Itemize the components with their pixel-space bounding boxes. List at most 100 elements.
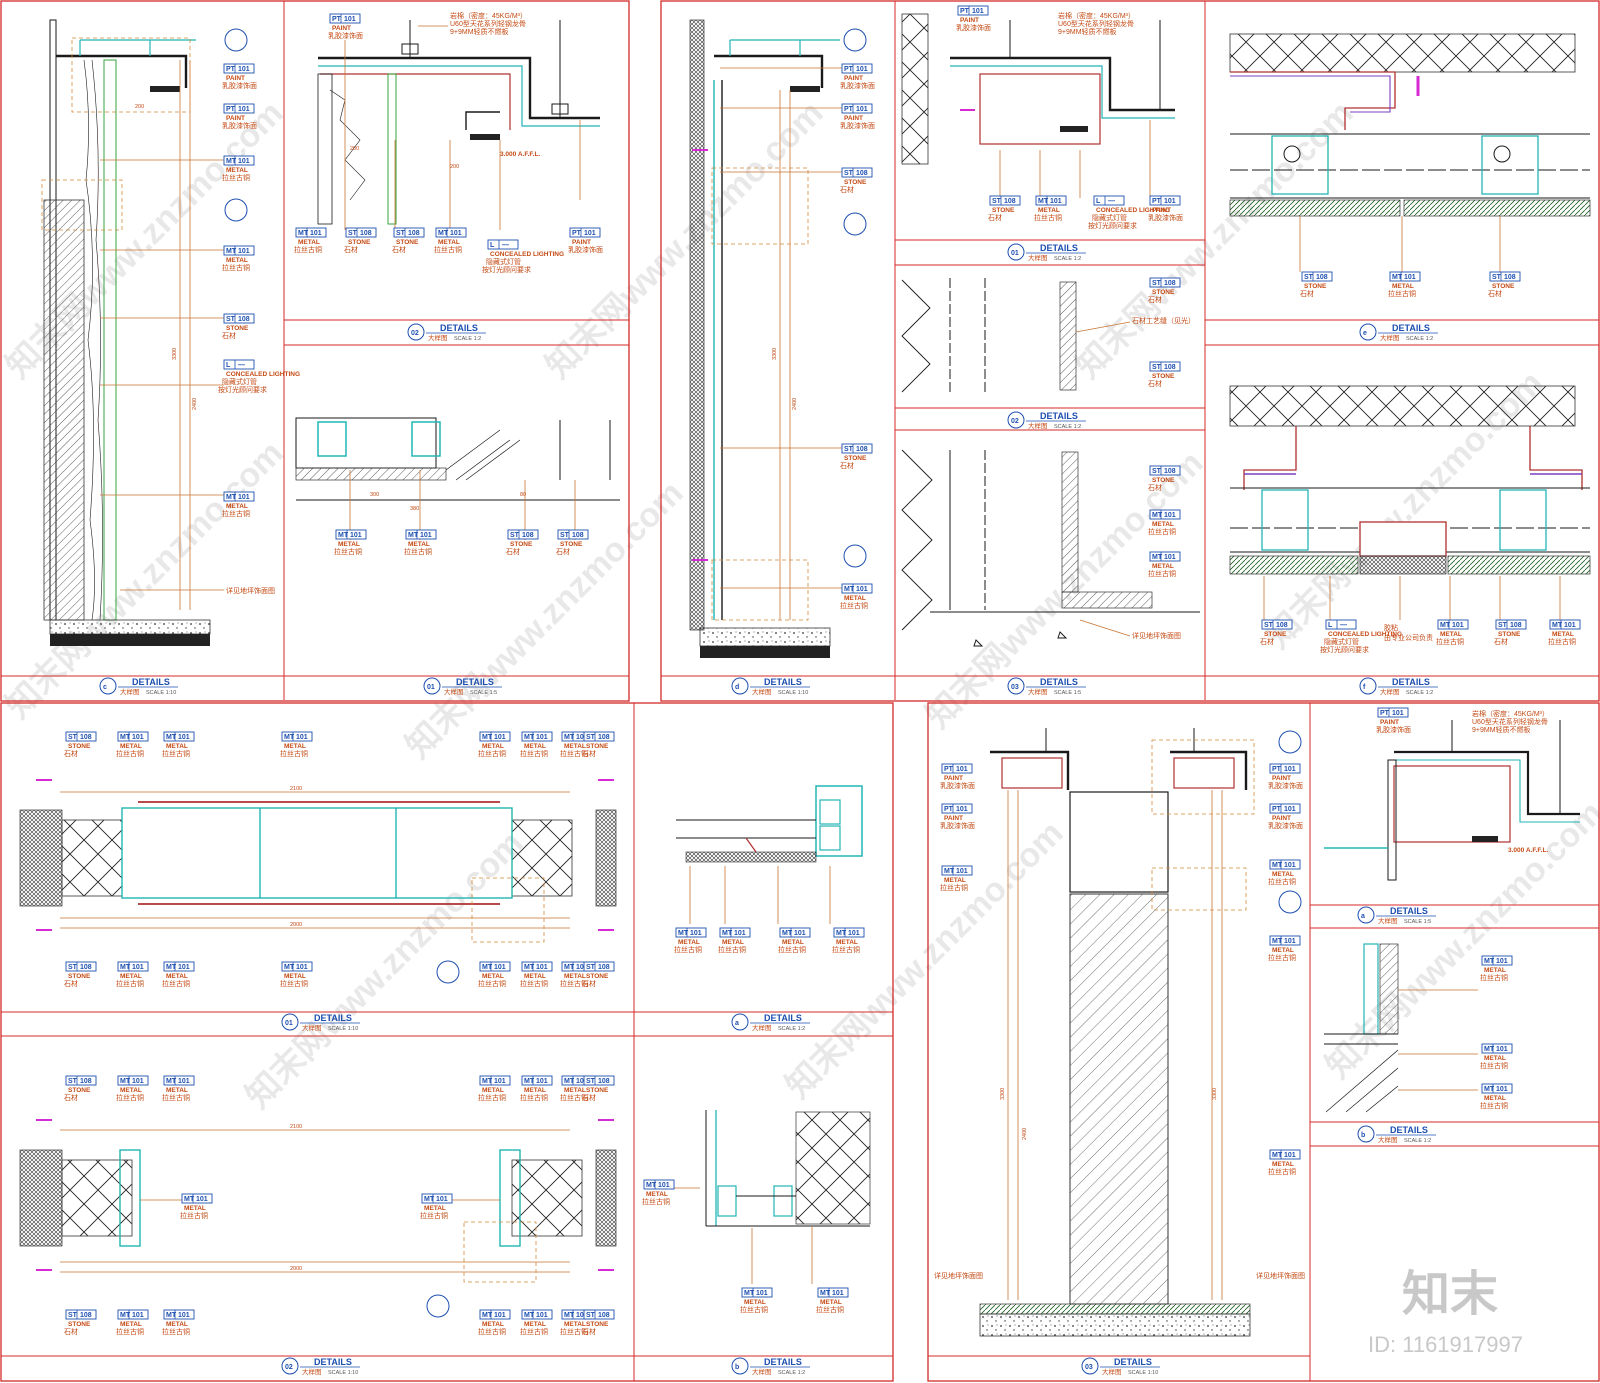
tag-code: L bbox=[1328, 622, 1333, 629]
brand-watermark: 知末 ID: 1161917997 bbox=[1368, 1268, 1523, 1357]
panel-scale: SCALE 1:10 bbox=[328, 1370, 358, 1376]
tag-code: L bbox=[490, 242, 495, 249]
tag-material-cn: 乳胶漆饰面 bbox=[1268, 781, 1303, 790]
tag-material: METAL bbox=[482, 1321, 504, 1328]
tag-material: METAL bbox=[120, 1087, 142, 1094]
tag-number: 101 bbox=[1564, 622, 1576, 629]
tag-number: 101 bbox=[238, 106, 250, 113]
tag-number: 108 bbox=[572, 532, 584, 539]
dimension-label: 2100 bbox=[290, 786, 302, 792]
tag-number: 101 bbox=[576, 964, 588, 971]
tag-code: ST bbox=[1264, 622, 1274, 629]
tag-number: 101 bbox=[1496, 958, 1508, 965]
tag-number: 108 bbox=[856, 170, 868, 177]
tag-number: 101 bbox=[178, 1312, 190, 1319]
tag-material-cn: 拉丝古铜 bbox=[816, 1305, 844, 1314]
tag-material-cn: 乳胶漆饰面 bbox=[222, 81, 257, 90]
panel-title-text: DETAILS bbox=[764, 1357, 802, 1367]
panel-title-cn: 大样图 bbox=[1028, 421, 1048, 430]
tag-material: PAINT bbox=[1272, 775, 1291, 782]
tag-material: METAL bbox=[722, 939, 744, 946]
panel-title-cn: 大样图 bbox=[1028, 253, 1048, 262]
tag-code: MT bbox=[564, 1078, 575, 1085]
glue-note: 胶粘 bbox=[1384, 623, 1398, 632]
detail-d-wall-section: 3300 2400 bbox=[689, 19, 867, 658]
tag-material: METAL bbox=[438, 239, 460, 246]
tag-material: STONE bbox=[348, 239, 371, 246]
tag-material: METAL bbox=[1272, 871, 1294, 878]
tag-material: STONE bbox=[560, 541, 583, 548]
tag-material-cn: 拉丝古铜 bbox=[1268, 953, 1296, 962]
tag-number: 101 bbox=[536, 1078, 548, 1085]
tag-material-cn: 石材 bbox=[582, 749, 596, 758]
tag-number: 101 bbox=[494, 1078, 506, 1085]
panel-title-cn: 大样图 bbox=[1378, 1135, 1398, 1144]
tag-material: METAL bbox=[744, 1299, 766, 1306]
tag-material: METAL bbox=[1038, 207, 1060, 214]
floor-ref-note: 详见地坪饰面图 bbox=[226, 586, 275, 595]
tag-code: MT bbox=[1484, 1046, 1495, 1053]
tag-material: METAL bbox=[226, 503, 248, 510]
panel-title-text: DETAILS bbox=[1114, 1357, 1152, 1367]
tag-material-cn: 拉丝古铜 bbox=[478, 1327, 506, 1336]
detail-01-ceiling-joint: 3.000 A.F.F.L. 岩棉（密度：45KG/M³） U60型天花系列轻钢… bbox=[317, 11, 600, 230]
tag-number: 101 bbox=[1404, 274, 1416, 281]
tag-code: ST bbox=[1152, 364, 1162, 371]
panel-title-text: DETAILS bbox=[1040, 243, 1078, 253]
tag-material: STONE bbox=[68, 1321, 91, 1328]
tag-number: 108 bbox=[1164, 280, 1176, 287]
panel-title-cn: 大样图 bbox=[1380, 687, 1400, 696]
tag-number: 101 bbox=[344, 16, 356, 23]
tag-code: MT bbox=[120, 734, 131, 741]
tag-code: MT bbox=[646, 1182, 657, 1189]
tag-code: MT bbox=[166, 734, 177, 741]
tag-code: PT bbox=[844, 106, 854, 113]
tag-material-cn: 拉丝古铜 bbox=[520, 1093, 548, 1102]
dimension-label: 3300 bbox=[772, 348, 778, 360]
tag-number: 108 bbox=[1164, 468, 1176, 475]
tag-code: MT bbox=[1272, 1152, 1283, 1159]
tag-material-cn2: 按灯光顾问要求 bbox=[1320, 645, 1369, 654]
panel-bubble-label: a bbox=[1361, 913, 1365, 920]
tag-code: MT bbox=[166, 964, 177, 971]
panel-bubble-label: d bbox=[735, 684, 739, 691]
tag-number: 101 bbox=[450, 230, 462, 237]
tag-material: METAL bbox=[782, 939, 804, 946]
tag-material-cn: 隐藏式灯管 bbox=[486, 257, 521, 266]
tag-material-cn: 拉丝古铜 bbox=[674, 945, 702, 954]
ceiling-note-2: U60型天花系列轻钢龙骨 bbox=[1472, 717, 1548, 726]
tag-code: MT bbox=[744, 1290, 755, 1297]
tag-material: STONE bbox=[226, 325, 249, 332]
tag-number: 101 bbox=[420, 532, 432, 539]
tag-material: METAL bbox=[524, 1087, 546, 1094]
tag-material-cn: 石材 bbox=[1300, 289, 1314, 298]
tag-material: METAL bbox=[1152, 563, 1174, 570]
watermark-text: 知末网www.znzmo.com bbox=[779, 814, 1071, 1106]
tag-material-cn: 拉丝古铜 bbox=[840, 601, 868, 610]
tag-material-cn: 拉丝古铜 bbox=[162, 1093, 190, 1102]
tag-material: METAL bbox=[338, 541, 360, 548]
panel-bubble-label: 02 bbox=[1011, 418, 1019, 425]
tag-code: MT bbox=[482, 734, 493, 741]
tag-material-cn: 拉丝古铜 bbox=[162, 749, 190, 758]
